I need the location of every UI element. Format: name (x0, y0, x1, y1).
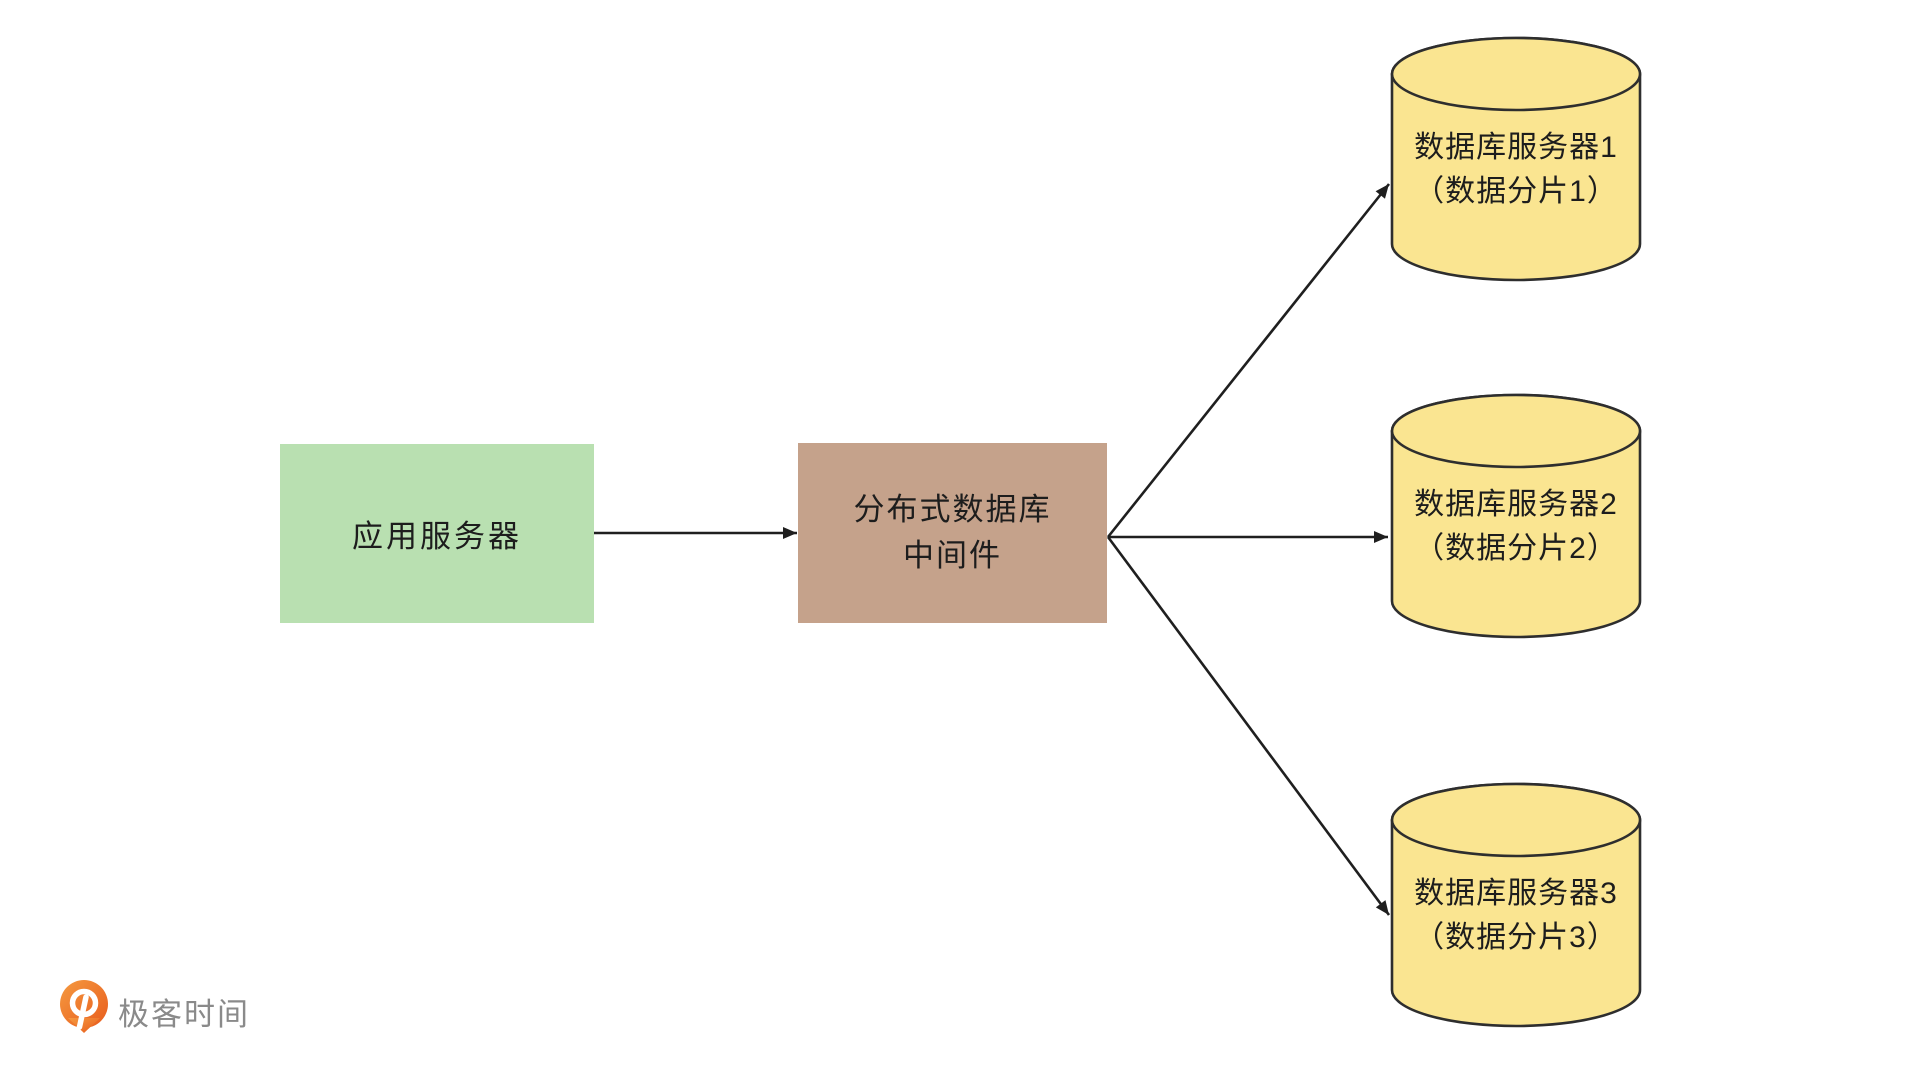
db-server-2-label-line1: 数据库服务器2 (1414, 488, 1618, 521)
db-server-3-label: 数据库服务器3 （数据分片3） (1392, 872, 1640, 960)
app-server-label-text: 应用服务器 (352, 519, 522, 554)
db-server-3-label-line1: 数据库服务器3 (1414, 877, 1618, 910)
db-server-1-top (1390, 36, 1642, 112)
geektime-logo-text: 极客时间 (118, 997, 250, 1032)
db-server-1-label: 数据库服务器1 （数据分片1） (1392, 126, 1640, 214)
edge-middleware-to-db1 (1106, 183, 1391, 538)
db-server-2-label-line2: （数据分片2） (1414, 532, 1618, 565)
app-server-node (280, 444, 594, 623)
db-server-2-label: 数据库服务器2 （数据分片2） (1392, 483, 1640, 571)
geektime-logo-icon (60, 980, 108, 1033)
db-server-1-node (1390, 36, 1642, 282)
db-server-3-node (1390, 782, 1642, 1028)
db-server-2-node (1390, 393, 1642, 639)
middleware-node (798, 443, 1107, 623)
middleware-label: 分布式数据库 中间件 (798, 443, 1107, 623)
db-server-1-label-line2: （数据分片1） (1414, 175, 1618, 208)
middleware-label-line2: 中间件 (903, 538, 1002, 573)
db-server-1-label-line1: 数据库服务器1 (1414, 131, 1618, 164)
app-server-label: 应用服务器 (280, 444, 594, 623)
edge-middleware-to-db3 (1106, 536, 1391, 916)
db-server-3-label-line2: （数据分片3） (1414, 921, 1618, 954)
db-server-3-top (1390, 782, 1642, 858)
db-server-2-top (1390, 393, 1642, 469)
middleware-label-line1: 分布式数据库 (853, 492, 1052, 527)
